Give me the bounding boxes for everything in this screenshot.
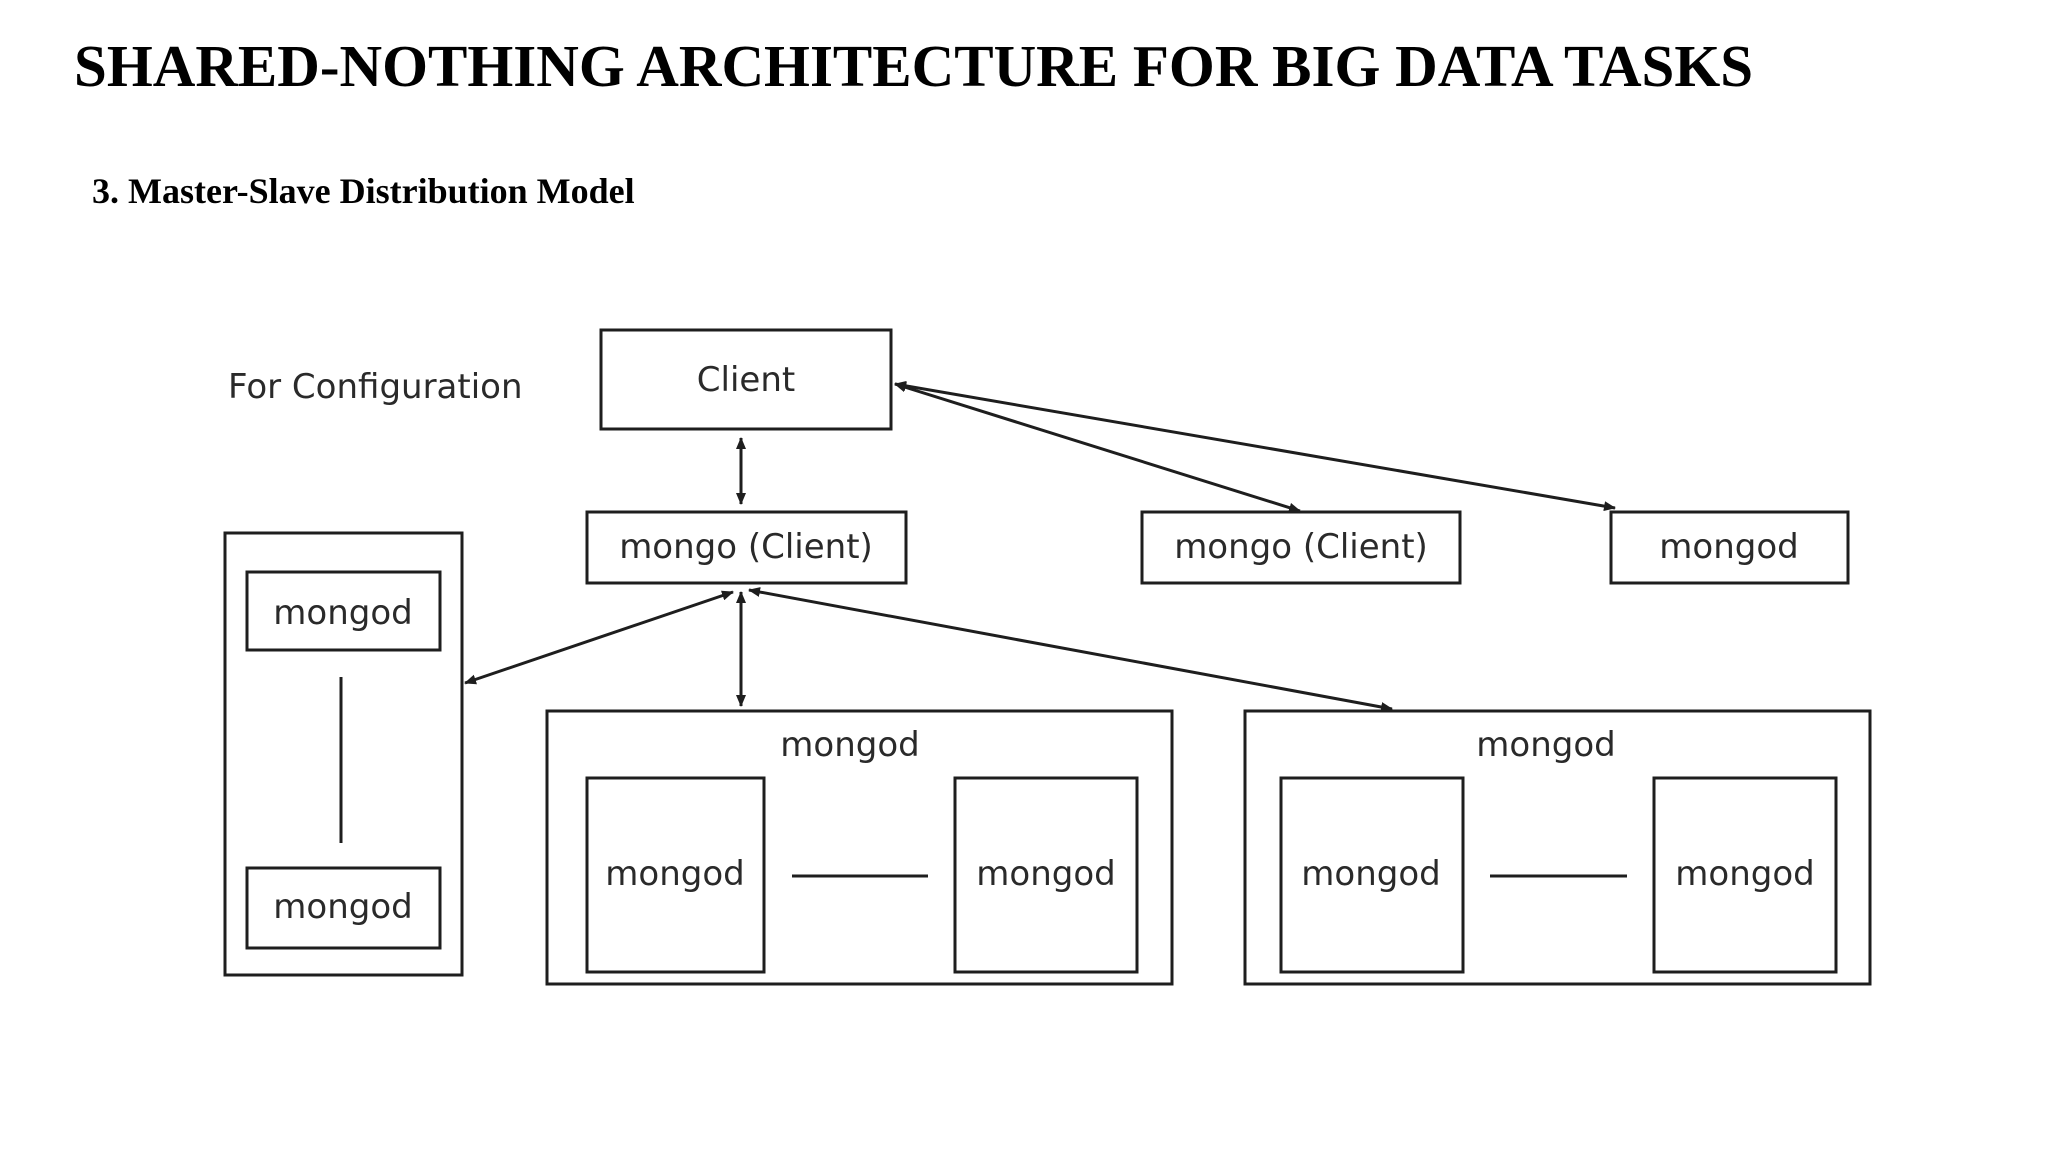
router-main-node: mongo (Client) [585,510,908,585]
shard-2-title: mongod [1476,725,1615,765]
slide-title: SHARED-NOTHING ARCHITECTURE FOR BIG DATA… [74,33,1754,99]
client-node: Client [599,328,893,431]
router-shard-2-arrow [748,587,1393,712]
router-second-label: mongo (Client) [1174,527,1428,567]
client-router-second-arrow [894,382,1301,513]
shard-1-right-box [953,776,1139,974]
shard-2-left-label: mongod [1301,854,1440,894]
client-standalone-mongod-arrow [894,380,1616,512]
shard-1-right-label: mongod [976,854,1115,894]
config-mongod-top-box [245,570,442,652]
slide-subtitle: 3. Master-Slave Distribution Model [92,171,635,211]
config-mongod-top-label: mongod [273,593,412,633]
router-second-node: mongo (Client) [1140,510,1462,585]
config-mongod-bottom-box [245,866,442,950]
shard-1-left-box [585,776,766,974]
shard-2-right-label: mongod [1675,854,1814,894]
router-config-arrow [464,590,734,685]
client-label: Client [697,360,795,400]
config-server-group: mongod mongod [223,531,464,977]
shard-2-group: mongod mongod mongod [1243,709,1872,986]
shard-2-left-box [1279,776,1465,974]
shard-2-right-box [1652,776,1838,974]
shard-1-title: mongod [780,725,919,765]
config-mongod-bottom-label: mongod [273,887,412,927]
standalone-mongod-label: mongod [1659,527,1798,567]
router-main-label: mongo (Client) [619,527,873,567]
config-label: For Configuration [228,367,523,407]
shard-1-group: mongod mongod mongod [545,709,1174,986]
shard-1-left-label: mongod [605,854,744,894]
standalone-mongod-node: mongod [1609,510,1850,585]
